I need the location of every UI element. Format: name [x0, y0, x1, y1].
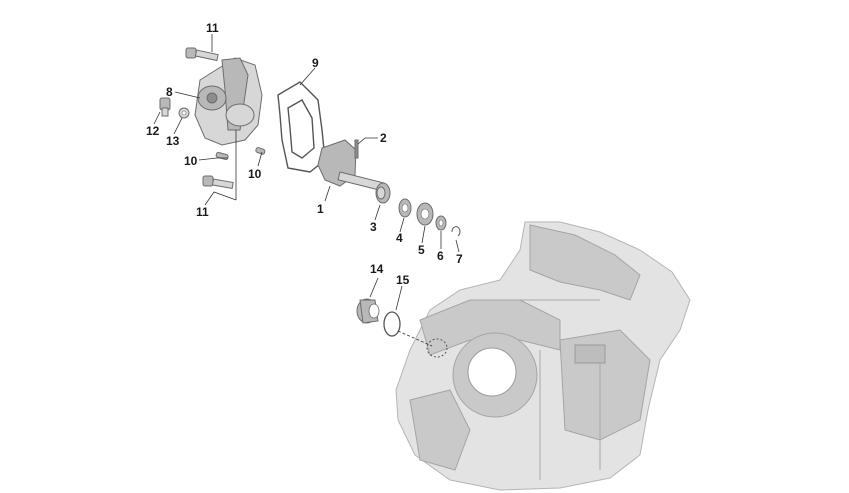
callout-3: 3	[370, 220, 377, 234]
crankcase	[395, 221, 691, 491]
oring-15	[383, 311, 401, 337]
callout-7: 7	[456, 252, 463, 266]
callout-4: 4	[396, 231, 403, 245]
bolt-12	[159, 97, 171, 117]
bearing-5	[416, 202, 434, 226]
callout-13: 13	[166, 134, 180, 148]
callout-15: 15	[396, 273, 410, 287]
bolt-11-top	[185, 47, 219, 62]
leader-lines	[153, 34, 460, 347]
washer-6	[435, 215, 447, 231]
pin-2	[354, 139, 359, 159]
callout-14: 14	[370, 262, 384, 276]
callout-6: 6	[437, 249, 444, 263]
callout-11-top: 11	[206, 21, 219, 35]
impeller-shaft-1	[317, 139, 385, 192]
dowel-10-left	[215, 151, 229, 160]
callout-10-left: 10	[184, 154, 198, 168]
washer-13	[178, 107, 190, 119]
callout-10-right: 10	[248, 167, 262, 181]
callout-1: 1	[317, 202, 324, 216]
seal-4	[398, 198, 412, 218]
callout-9: 9	[312, 56, 319, 70]
dowel-10-right	[255, 147, 266, 155]
bearing-14	[356, 298, 380, 324]
callout-11-bottom: 11	[196, 205, 209, 219]
circlip-7	[451, 226, 461, 237]
bolt-11-bottom	[202, 175, 234, 190]
gasket-9	[277, 81, 326, 173]
callout-8: 8	[166, 85, 173, 99]
callout-labels: 11 8 9 12 13 10 10 11 1 2 3 4 5 6 7 14 1…	[146, 21, 463, 287]
callout-12: 12	[146, 124, 160, 138]
water-pump-cover	[194, 57, 263, 146]
callout-2: 2	[380, 131, 387, 145]
callout-5: 5	[418, 243, 425, 257]
seal-3	[375, 182, 391, 204]
